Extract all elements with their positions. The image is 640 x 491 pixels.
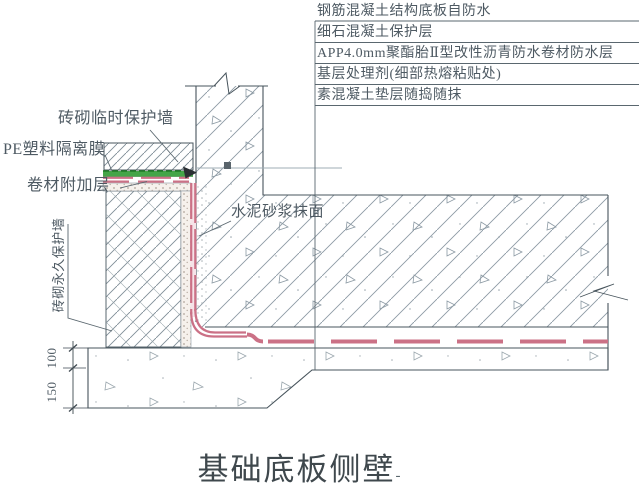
waterproof-membrane [103,166,608,344]
callout-app-membrane: APP4.0mm聚酯胎Ⅱ型改性沥青防水卷材防水层 [317,46,614,61]
callout-fine-concrete-protection: 细石混凝土保护层 [317,25,433,40]
concrete-cushion [87,347,609,409]
callout-plain-concrete-cushion: 素混凝土垫层随捣随抹 [317,88,462,103]
dimension-100: 100 [44,347,59,369]
callout-temporary-brick-wall: 砖砌临时保护墙 [58,110,174,127]
concrete-wall-and-slab [185,71,629,370]
drawing-title-suffix: - [395,468,403,484]
callout-pe-film: PE塑料隔离膜 [3,141,106,158]
drawing-title-text: 基础底板侧壁 [197,452,396,487]
permanent-brick-wall [105,190,182,348]
level-marker [224,162,231,169]
pe-film-layer [103,170,193,177]
temporary-brick-wall [103,142,194,171]
callout-permanent-brick-wall: 砖砌永久保护墙 [51,217,66,313]
leader-lines [67,20,639,370]
callout-primer: 基层处理剂(细部热熔粘贴处) [317,67,502,82]
dimension-150: 150 [44,381,59,403]
membrane-end-seal-arrow [183,166,197,179]
drawing-title: 基础底板侧壁- [160,444,440,489]
dimension-lines [63,341,88,414]
callout-membrane-extra-layer: 卷材附加层 [27,177,110,194]
callout-slab-self-waterproofing: 钢筋混凝土结构底板自防水 [317,4,491,19]
callout-cement-mortar-finish: 水泥砂浆抹面 [231,204,325,220]
